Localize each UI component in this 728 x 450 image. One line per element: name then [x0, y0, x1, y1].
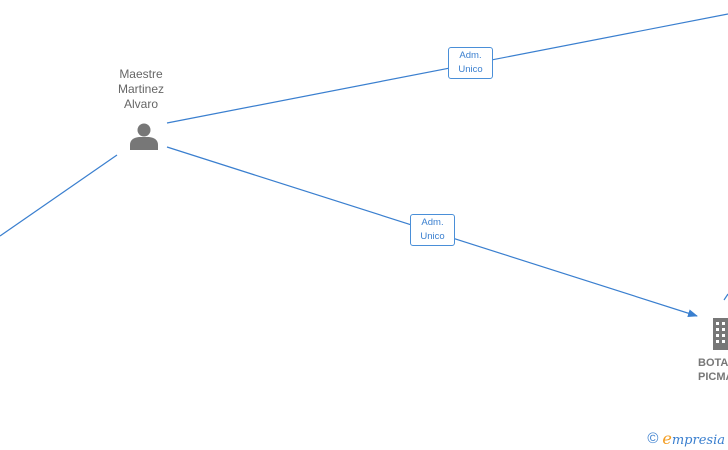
- edge-line-right-stub: [723, 293, 728, 301]
- footer-brand: © e mpresia: [647, 428, 725, 448]
- building-icon[interactable]: [713, 318, 728, 350]
- edge-label-role: Adm. Unico: [448, 47, 493, 79]
- person-icon[interactable]: [130, 123, 158, 151]
- company-node-label[interactable]: BOTA PICMA: [698, 357, 728, 383]
- edge-label-role: Adm. Unico: [410, 214, 455, 246]
- brand-logo[interactable]: e mpresia: [662, 429, 725, 448]
- brand-logo-text: mpresia: [671, 432, 725, 448]
- edge-line-left: [0, 154, 118, 237]
- copyright-symbol: ©: [647, 429, 659, 447]
- person-node-label[interactable]: Maestre Martinez Alvaro: [117, 67, 164, 111]
- brand-logo-initial: e: [662, 428, 672, 448]
- edge-line-top-right: [166, 13, 728, 124]
